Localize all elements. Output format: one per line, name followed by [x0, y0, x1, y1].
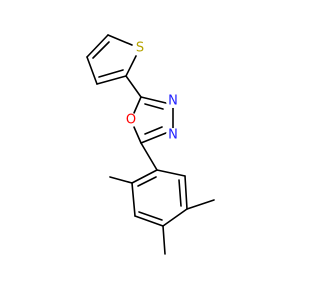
oxadiazole-ring	[133, 96, 174, 144]
bond-n-lower-c-double	[144, 126, 163, 135]
atom-nitrogen-upper: N	[166, 94, 180, 109]
bond-s-c2-thiophene	[125, 55, 137, 77]
molecule-structure-diagram: S O N N	[86, 34, 215, 255]
bond-n-lower-c	[140, 132, 167, 144]
methyl-bond-ortho	[109, 176, 133, 184]
bond-c3-c4-thiophene	[86, 56, 98, 85]
methyl-bond-para	[162, 225, 166, 255]
atom-label-sulfur: S	[136, 41, 144, 56]
bond-benzene-c2-c3-double	[178, 179, 182, 207]
bond-benzene-c6-c1-double	[137, 176, 157, 187]
bond-c-n-upper	[140, 96, 167, 104]
bond-c2-c3-thiophene-double	[98, 69, 124, 78]
bond-benzene-c4-c5	[134, 215, 164, 227]
bond-thiophene-oxadiazole	[125, 75, 142, 98]
bond-c4-c5-thiophene	[86, 34, 109, 58]
bond-c-o	[133, 126, 142, 144]
bond-benzene-c2-c3	[184, 175, 188, 210]
atom-nitrogen-lower: N	[166, 128, 180, 143]
bond-benzene-c1-c2	[156, 169, 186, 177]
bond-c5-s-thiophene	[107, 34, 133, 46]
bond-c4-c5-thiophene-double	[92, 41, 110, 59]
atom-label-oxygen: O	[126, 113, 136, 128]
bond-o-c	[133, 96, 142, 114]
bond-benzene-c3-c4	[162, 208, 188, 227]
bond-oxadiazole-benzene	[140, 142, 158, 171]
methyl-bond-meta	[186, 199, 215, 210]
atom-label-nitrogen-upper: N	[168, 94, 178, 109]
benzene-ring	[131, 169, 188, 227]
atom-oxygen: O	[124, 113, 138, 128]
atom-label-nitrogen-lower: N	[168, 128, 178, 143]
bond-benzene-c4-c5-double	[138, 211, 163, 221]
bond-c2-c3-thiophene	[96, 75, 127, 85]
atom-sulfur: S	[133, 41, 147, 56]
bond-benzene-c6-c1	[131, 169, 158, 184]
bond-benzene-c5-c6	[131, 182, 136, 217]
bond-c-n-upper-double	[144, 103, 164, 110]
thiophene-ring	[86, 34, 137, 85]
